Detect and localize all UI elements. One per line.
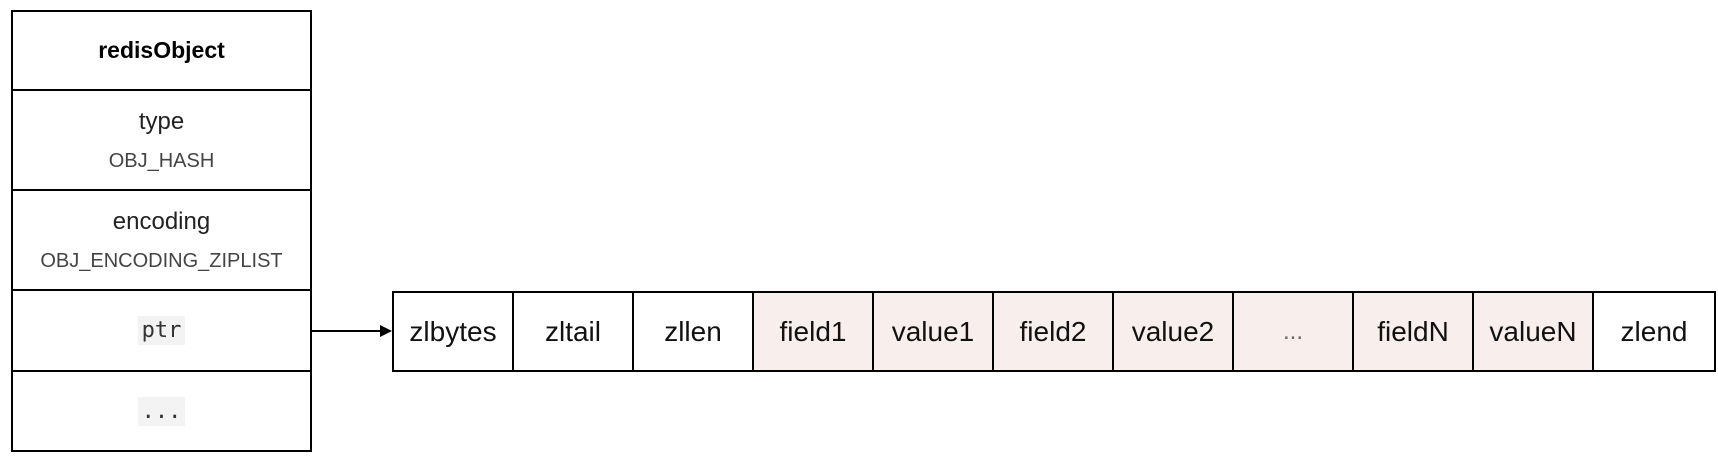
ziplist-cell-zltail: zltail [514,293,634,370]
ziplist-cell-value2: value2 [1114,293,1234,370]
ptr-arrow-head [380,325,392,337]
ziplist-cell-field1: field1 [754,293,874,370]
ziplist-cell-ellipsis: ... [1234,293,1354,370]
redis-object-title-cell: redisObject [11,10,312,91]
redis-object-title: redisObject [98,37,225,63]
more-cell: ... [11,370,312,452]
ziplist-cell-valueN: valueN [1474,293,1594,370]
ziplist-cell-field2: field2 [994,293,1114,370]
type-value: OBJ_HASH [108,149,215,172]
ziplist-cell-fieldN: fieldN [1354,293,1474,370]
ziplist-cell-zllen: zllen [634,293,754,370]
type-label: type [138,107,185,135]
encoding-cell: encoding OBJ_ENCODING_ZIPLIST [11,189,312,291]
ziplist-cell-zlend: zlend [1594,293,1714,370]
ziplist-cell-zlbytes: zlbytes [394,293,514,370]
ptr-label: ptr [137,316,186,345]
ziplist-cell-value1: value1 [874,293,994,370]
encoding-value: OBJ_ENCODING_ZIPLIST [40,249,283,272]
encoding-label: encoding [112,207,211,235]
ptr-cell: ptr [11,289,312,372]
more-label: ... [137,396,186,426]
